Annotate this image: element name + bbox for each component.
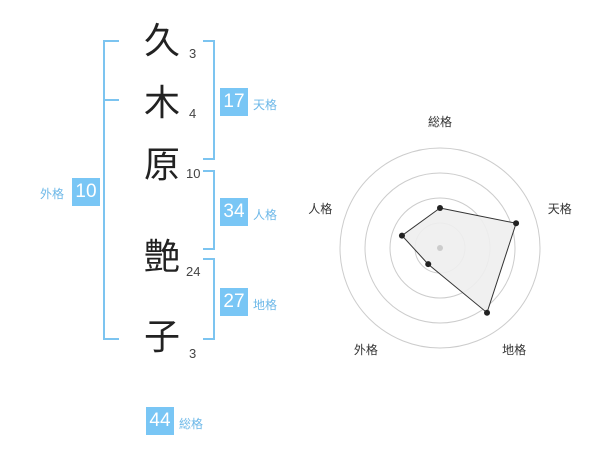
- name-char-5: 子: [143, 317, 180, 358]
- radar-point-4: [425, 261, 432, 268]
- chikaku-value: 27: [220, 288, 248, 316]
- name-char-1: 久: [143, 21, 180, 62]
- name-char-4: 艶: [143, 237, 180, 278]
- stroke-count-3: 10: [186, 166, 201, 181]
- radar-axis-label-4: 外格: [354, 342, 378, 357]
- radar-point-5: [398, 232, 405, 239]
- stroke-count-2: 4: [189, 106, 197, 121]
- gaikaku-label: 外格: [40, 187, 65, 201]
- radar-axis-label-3: 地格: [502, 342, 526, 357]
- radar-point-3: [484, 309, 491, 316]
- chikaku-label: 地格: [253, 298, 278, 312]
- radar-value-polygon: [401, 207, 517, 314]
- tenkaku-label: 天格: [253, 98, 278, 112]
- stroke-count-5: 3: [189, 346, 197, 361]
- stroke-count-1: 3: [189, 46, 197, 61]
- radar-point-2: [513, 220, 520, 227]
- radar-axis-label-2: 天格: [548, 201, 572, 216]
- stroke-count-4: 24: [186, 264, 201, 279]
- tenkaku-value: 17: [220, 88, 248, 116]
- name-char-2: 木: [143, 83, 180, 124]
- jinkaku-value: 34: [220, 198, 248, 226]
- radar-axis-label-5: 人格: [308, 201, 332, 216]
- radar-ring-3: [364, 172, 516, 324]
- soukaku-value: 44: [146, 407, 174, 435]
- jinkaku-label: 人格: [253, 208, 278, 222]
- name-char-3: 原: [143, 145, 180, 186]
- radar-point-1: [437, 205, 443, 211]
- radar-ring-4: [339, 147, 541, 349]
- radar-center-dot: [437, 245, 443, 251]
- radar-axis-label-1: 総格: [428, 114, 452, 129]
- soukaku-label: 総格: [179, 417, 204, 431]
- gaikaku-value: 10: [72, 178, 100, 206]
